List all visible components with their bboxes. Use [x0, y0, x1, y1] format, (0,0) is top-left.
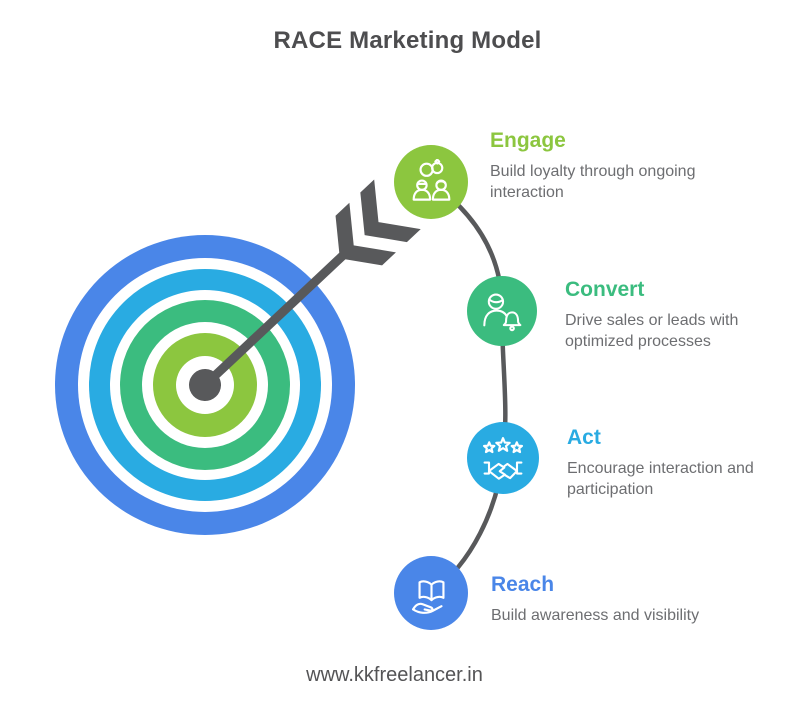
book-hand-icon — [411, 579, 445, 614]
arrow-tip-dot — [189, 369, 221, 401]
stage-node-convert — [467, 276, 537, 346]
arrow-icon — [189, 179, 421, 401]
page-title: RACE Marketing Model — [273, 27, 542, 54]
stage-description-engage: Build loyalty through ongoing interactio… — [490, 163, 696, 202]
stage-text-reach: Reach Build awareness and visibility — [491, 574, 699, 626]
arrow-fletching-front — [335, 202, 396, 266]
stage-connector-path — [429, 180, 508, 595]
website-url: www.kkfreelancer.in — [306, 664, 483, 686]
stage-description-convert: Drive sales or leads with optimized proc… — [565, 312, 739, 351]
stars-handshake-icon — [482, 437, 524, 480]
arrow-shaft — [201, 244, 354, 389]
people-partnership-icon — [412, 158, 450, 201]
stage-label-reach: Reach — [491, 573, 555, 596]
stage-label-convert: Convert — [565, 278, 645, 301]
person-bell-icon — [482, 293, 521, 331]
stage-text-act: Act Encourage interaction and participat… — [567, 427, 782, 500]
stage-text-convert: Convert Drive sales or leads with optimi… — [565, 279, 770, 352]
stage-node-engage — [394, 145, 468, 219]
stage-text-engage: Engage Build loyalty through ongoing int… — [490, 130, 725, 203]
stage-label-engage: Engage — [490, 129, 566, 152]
stage-description-reach: Build awareness and visibility — [491, 607, 700, 624]
arrow-fletching-back — [360, 179, 421, 243]
stage-label-act: Act — [567, 426, 601, 449]
stage-description-act: Encourage interaction and participation — [567, 460, 754, 499]
stage-node-reach — [394, 556, 468, 630]
stage-node-act — [467, 422, 539, 494]
